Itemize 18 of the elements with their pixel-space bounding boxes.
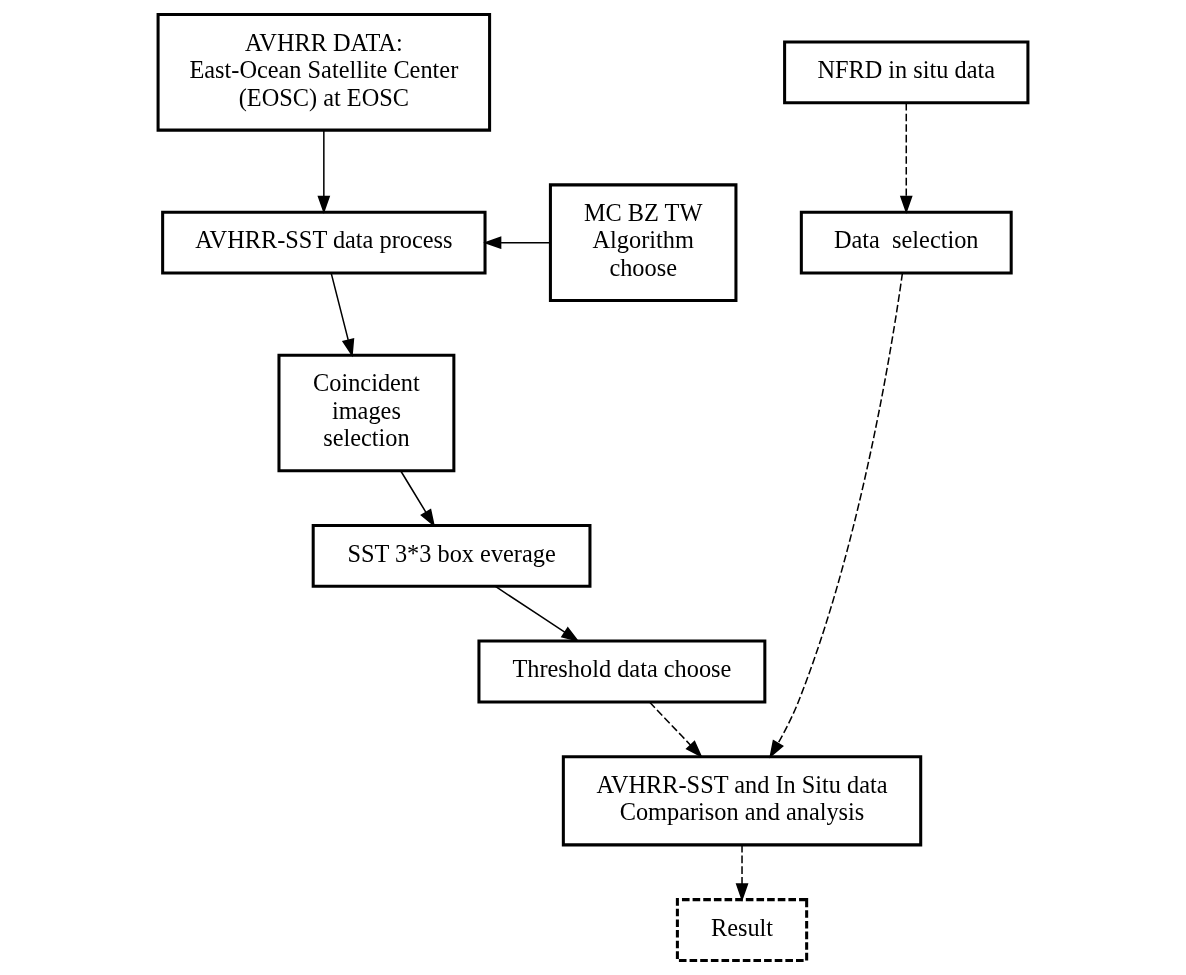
arrow	[769, 272, 904, 759]
arrow	[649, 701, 703, 758]
node-box: MC BZ TW Algorithm choose	[548, 183, 738, 302]
arrow	[735, 844, 749, 902]
arrow	[330, 272, 355, 358]
arrow	[494, 585, 580, 642]
arrow	[899, 102, 913, 215]
node-box: NFRD in situ data	[783, 40, 1030, 105]
node-box: Data selection	[799, 210, 1013, 275]
node-box: AVHRR-SST data process	[161, 210, 487, 275]
node-box: Threshold data choose	[477, 639, 767, 704]
node-box: Coincident images selection	[277, 353, 456, 473]
node-box: AVHRR-SST and In Situ data Comparison and analysis	[561, 755, 923, 847]
node-box: AVHRR DATA: East-Ocean Satellite Center (EOSC) at EOSC	[156, 13, 492, 132]
node-box: Result	[675, 898, 809, 962]
arrow	[317, 129, 331, 215]
node-box: SST 3*3 box everage	[311, 524, 592, 588]
arrow	[483, 236, 551, 250]
